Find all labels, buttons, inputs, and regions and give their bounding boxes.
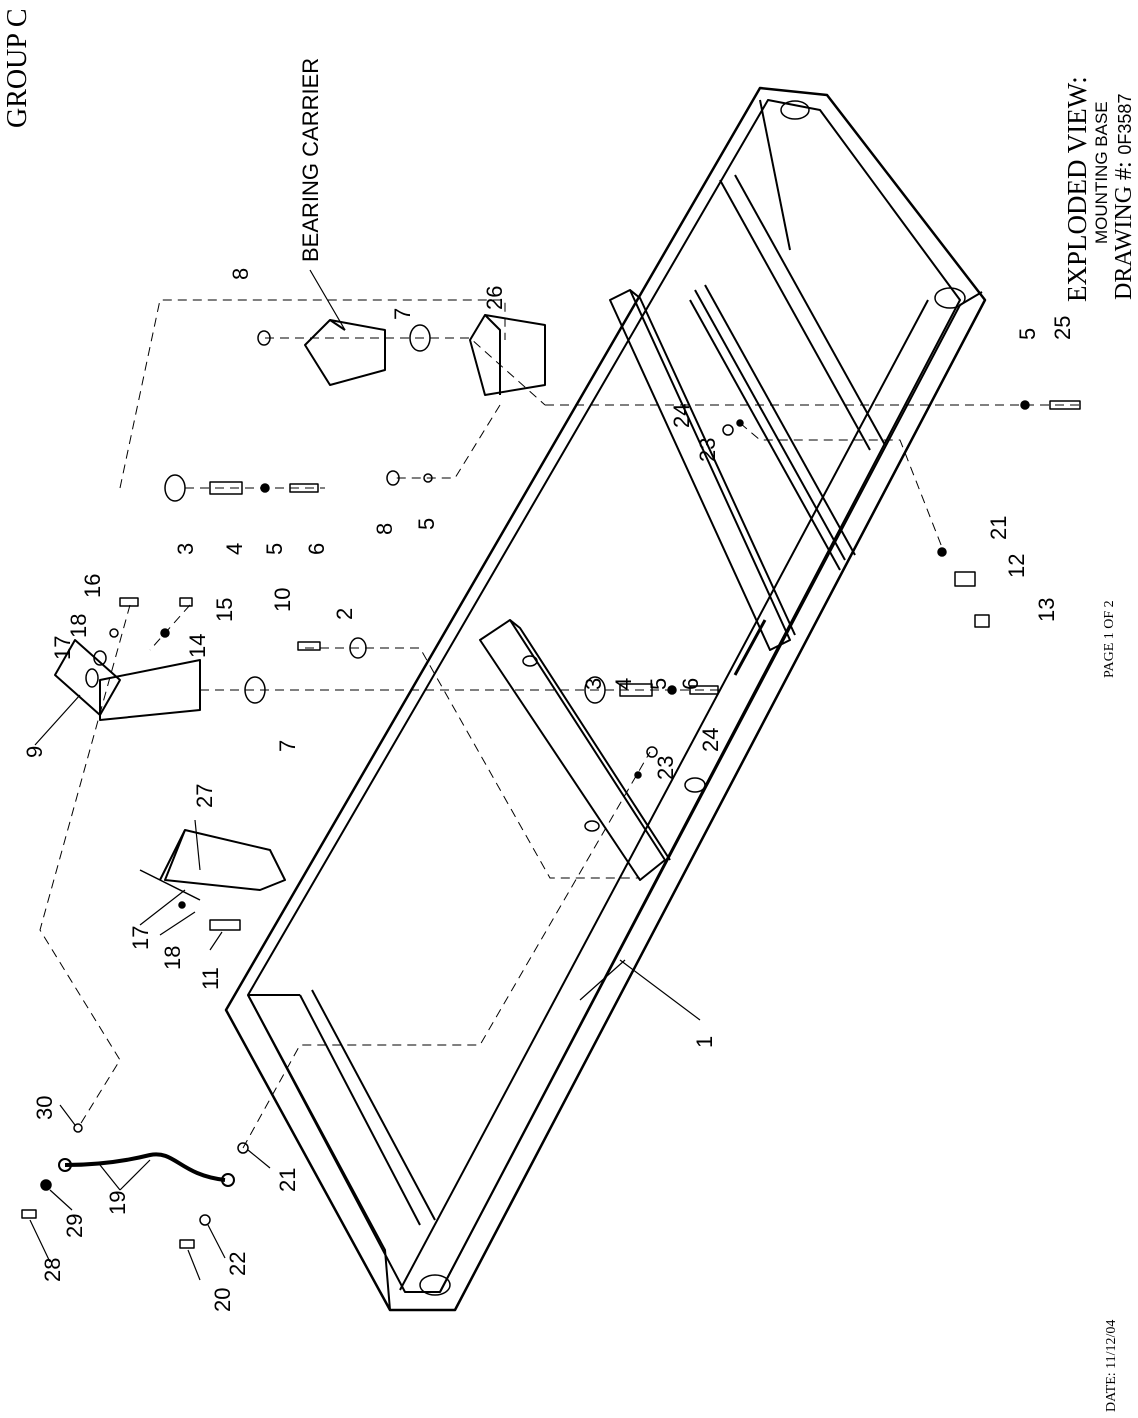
callout-19: 19 bbox=[105, 1191, 130, 1215]
callout-17b: 17 bbox=[128, 926, 153, 950]
mounting-base-frame bbox=[224, 86, 987, 1312]
support-bracket-27 bbox=[139, 829, 286, 901]
callout-13: 13 bbox=[1034, 598, 1059, 622]
callout-7a: 7 bbox=[390, 308, 415, 320]
callout-3a: 3 bbox=[173, 543, 198, 555]
callout-23b: 23 bbox=[653, 756, 678, 780]
callout-4a: 4 bbox=[222, 543, 247, 555]
callout-17a: 17 bbox=[50, 636, 75, 660]
callout-18a: 18 bbox=[66, 614, 91, 638]
callout-27: 27 bbox=[192, 784, 217, 808]
callout-26: 26 bbox=[482, 286, 507, 310]
assembly-lines bbox=[39, 299, 1085, 1149]
callout-5b: 5 bbox=[646, 678, 671, 690]
callout-18b: 18 bbox=[160, 946, 185, 970]
callout-5c: 5 bbox=[414, 518, 439, 530]
callout-23a: 23 bbox=[695, 438, 720, 462]
callout-bearing-carrier: BEARING CARRIER bbox=[298, 58, 323, 262]
callout-30: 30 bbox=[32, 1096, 57, 1120]
callout-12: 12 bbox=[1004, 554, 1029, 578]
callout-6b: 6 bbox=[678, 678, 703, 690]
callout-4b: 4 bbox=[611, 678, 636, 690]
callout-24a: 24 bbox=[669, 404, 694, 428]
callout-1: 1 bbox=[692, 1036, 717, 1048]
callout-29: 29 bbox=[62, 1214, 87, 1238]
block-26 bbox=[469, 314, 546, 396]
hardware bbox=[21, 324, 1081, 1249]
callout-28: 28 bbox=[40, 1258, 65, 1282]
callout-11: 11 bbox=[198, 967, 223, 990]
callout-14: 14 bbox=[185, 634, 210, 658]
callout-21b: 21 bbox=[275, 1168, 300, 1192]
callout-24b: 24 bbox=[698, 728, 723, 752]
callout-15: 15 bbox=[212, 598, 237, 622]
callout-3b: 3 bbox=[581, 678, 606, 690]
callout-7b: 7 bbox=[275, 740, 300, 752]
callout-16: 16 bbox=[80, 574, 105, 598]
callout-21a: 21 bbox=[986, 516, 1011, 540]
callout-25: 25 bbox=[1050, 316, 1075, 340]
callout-8b: 8 bbox=[372, 523, 397, 535]
callout-8a: 8 bbox=[228, 268, 253, 280]
callout-6a: 6 bbox=[304, 543, 329, 555]
callout-5d: 5 bbox=[1015, 328, 1040, 340]
callout-10: 10 bbox=[270, 588, 295, 612]
callout-20: 20 bbox=[210, 1288, 235, 1312]
leader-lines bbox=[29, 269, 701, 1281]
ground-cable-19 bbox=[58, 1152, 235, 1187]
bearing-bracket-9 bbox=[54, 639, 201, 721]
callout-22: 22 bbox=[225, 1252, 250, 1276]
callout-9: 9 bbox=[22, 746, 47, 758]
callout-5a: 5 bbox=[262, 543, 287, 555]
bearing-carrier bbox=[304, 319, 386, 386]
callout-2: 2 bbox=[332, 608, 357, 620]
